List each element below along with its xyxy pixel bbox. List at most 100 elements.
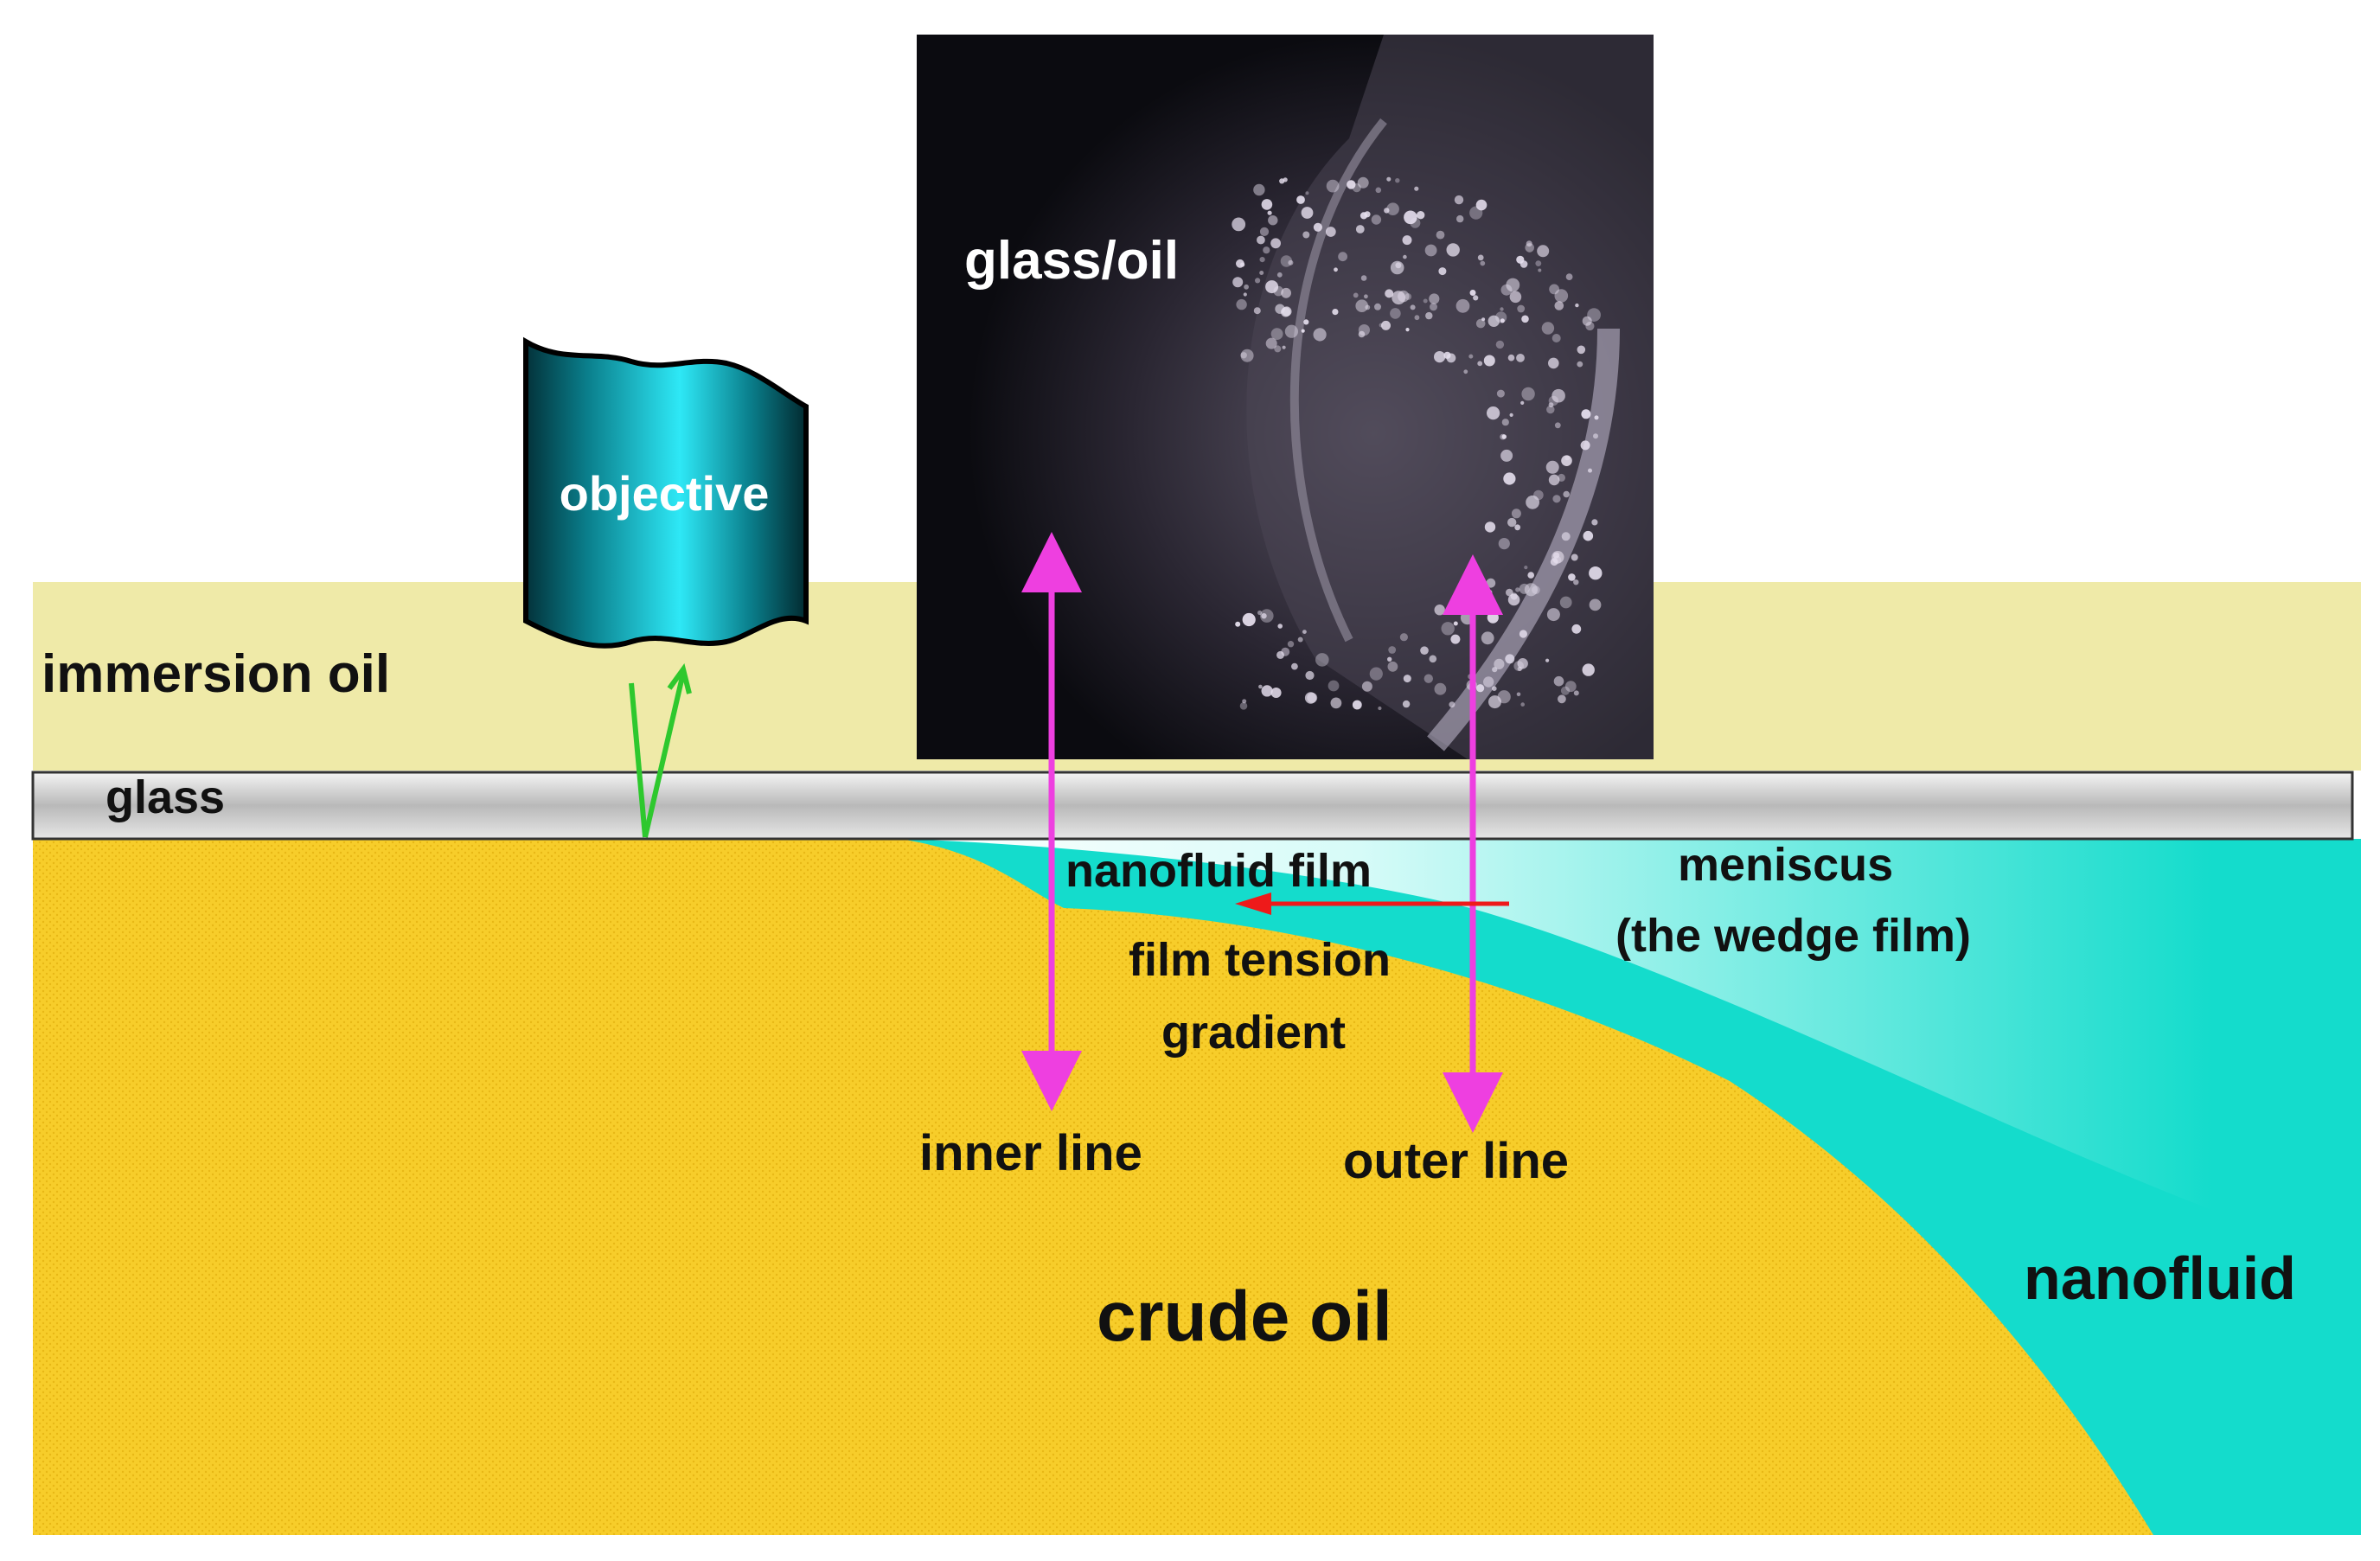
photo-speckle [1268,215,1278,226]
photo-speckle [1519,630,1527,638]
photo-speckle [1240,349,1254,362]
photo-speckle [1469,290,1476,296]
photo-speckle [1453,621,1458,626]
photo-speckle [1507,354,1515,361]
photo-speckle [1476,684,1485,693]
photo-speckle [1270,238,1281,249]
meniscus-sub-label: (the wedge film) [1615,910,1971,962]
photo-speckle [1577,361,1583,368]
photo-speckle [1483,355,1495,367]
photo-speckle [1429,293,1440,304]
photo-speckle [1297,637,1303,643]
photo-speckle [1545,460,1559,474]
photo-speckle [1527,572,1534,579]
microscope-photo [917,35,1654,759]
photo-speckle [1236,259,1244,268]
photo-speckle [1255,278,1261,284]
photo-speckle [1582,663,1595,676]
photo-speckle [1487,590,1493,595]
photo-speckle [1287,641,1295,648]
light-ray [629,663,692,838]
photo-speckle [1548,357,1559,369]
photo-speckle [1296,195,1305,204]
photo-speckle [1521,315,1529,323]
photo-speckle [1571,553,1578,561]
photo-speckle [1475,318,1486,329]
photo-speckle [1568,573,1576,581]
photo-speckle [1276,272,1283,278]
photo-speckle [1423,298,1428,304]
photo-speckle [1500,307,1504,311]
photo-speckle [1554,301,1564,310]
photo-speckle [1441,622,1455,636]
photo-speckle [1561,532,1571,541]
photo-speckle [1378,706,1382,711]
photo-speckle [1488,695,1501,709]
photo-speckle [1261,685,1273,697]
photo-speckle [1500,284,1513,296]
photo-speckle [1257,235,1265,245]
photo-speckle [1526,495,1539,509]
photo-speckle [1535,260,1542,266]
photo-speckle [1554,422,1561,429]
photo-speckle [1282,345,1286,349]
photo-speckle [1330,697,1342,709]
photo-speckle [1434,351,1446,363]
photo-speckle [1487,611,1499,624]
photo-speckle [1473,295,1479,301]
photo-speckle [1385,289,1394,298]
photo-speckle [1325,227,1336,237]
photo-speckle [1500,318,1505,323]
photo-speckle [1265,337,1277,349]
photo-speckle [1549,284,1559,295]
photo-speckle [1564,681,1577,693]
photo-speckle [1573,579,1579,585]
photo-speckle [1468,354,1474,359]
photo-speckle [1520,702,1525,707]
photo-speckle [1334,267,1338,272]
photo-speckle [1565,273,1573,280]
photo-speckle [1243,292,1247,297]
photo-speckle [1260,609,1274,623]
photo-speckle [1403,675,1411,683]
photo-speckle [1553,675,1564,687]
photo-speckle [1301,207,1314,219]
photo-speckle [1456,298,1470,313]
photo-speckle [1501,434,1507,439]
photo-speckle [1506,278,1520,292]
photo-speckle [1398,290,1410,303]
photo-speckle [1305,670,1315,681]
photo-speckle [1261,613,1267,619]
photo-speckle [1517,658,1528,669]
photo-speckle [1571,624,1582,634]
photo-speckle [1390,308,1401,319]
nanofluid-film-label: nanofluid film [1065,845,1372,897]
photo-speckle [1554,289,1569,303]
photo-speckle [1511,509,1521,519]
photo-speckle [1388,646,1397,654]
meniscus-wedge [899,839,2214,1211]
photo-speckle [1552,495,1561,503]
photo-speckle [1369,667,1383,681]
photo-speckle [1563,490,1570,498]
photo-speckle [1477,361,1483,367]
photo-speckle [1360,275,1367,281]
photo-speckle [1352,700,1362,710]
photo-speckle [1270,688,1282,698]
photo-speckle [1509,413,1513,417]
photo-speckle [1546,405,1555,414]
photo-speckle [1507,517,1517,528]
photo-speckle [1510,592,1518,600]
photo-speckle [1495,340,1505,349]
photo-speckle [1355,225,1365,234]
photo-speckle [1484,521,1496,533]
photo-speckle [1267,210,1272,215]
photo-speckle [1374,303,1381,310]
photo-label: glass/oil [964,231,1179,291]
photo-speckle [1520,400,1525,405]
photo-speckle [1481,317,1486,322]
photo-speckle [1232,217,1246,232]
glass-label: glass [106,771,225,823]
photo-speckle [1505,654,1515,664]
photo-speckle [1575,303,1579,308]
